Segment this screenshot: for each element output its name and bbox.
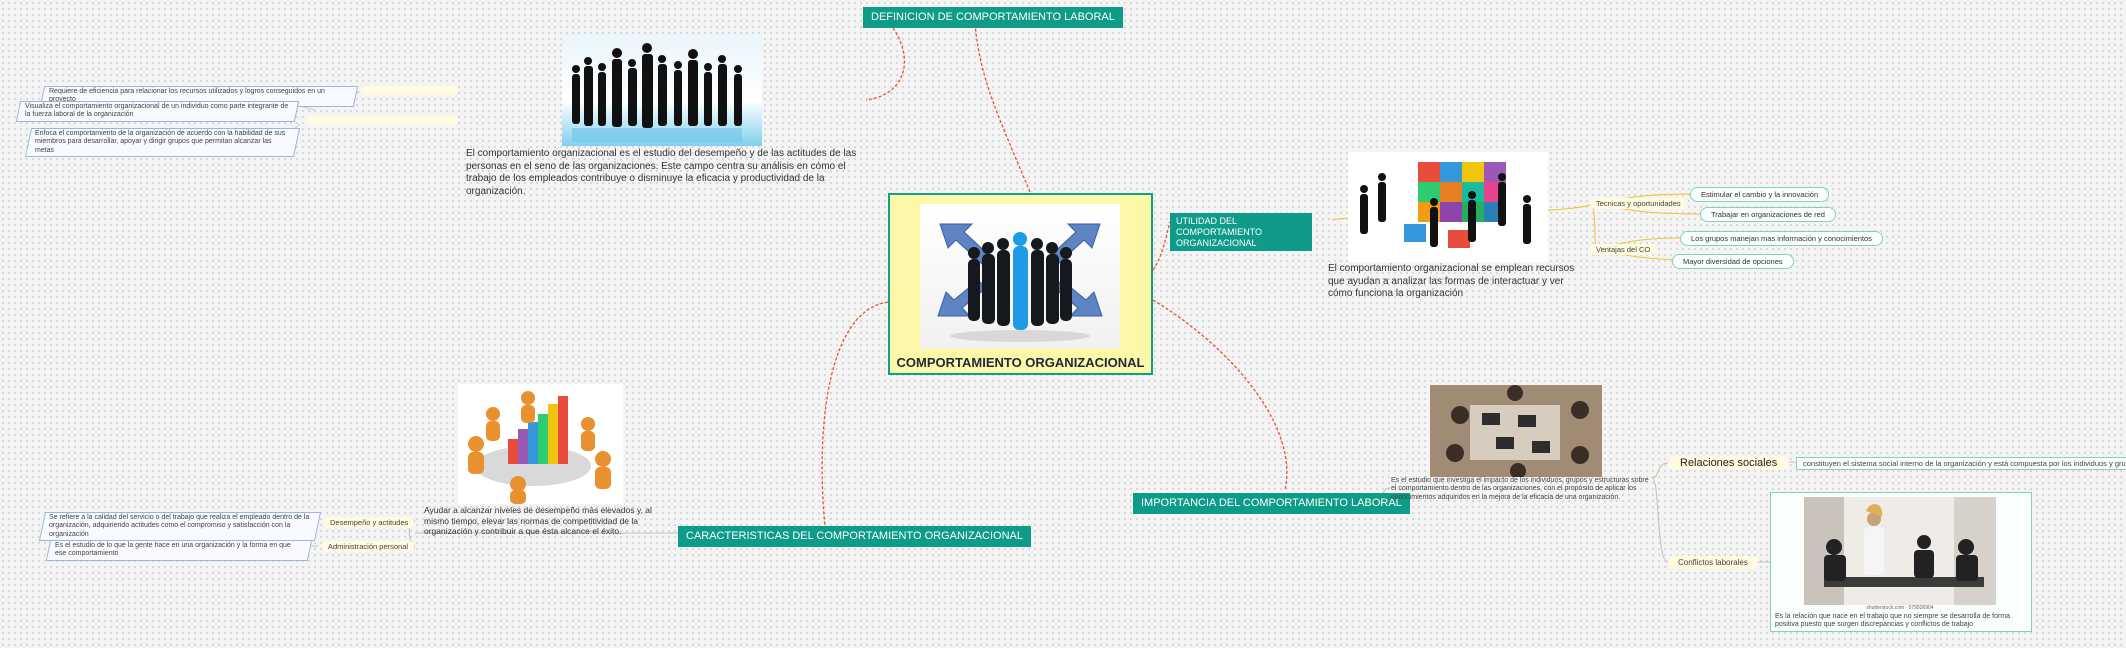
link-central-importancia (1152, 299, 1288, 491)
central-title: COMPORTAMIENTO ORGANIZACIONAL (896, 355, 1145, 370)
importancia-text: Es el estudio que investiga el impacto d… (1391, 477, 1649, 501)
definicion-sub-1 (360, 86, 458, 95)
link-central-caracteristicas (821, 301, 889, 528)
topic-importancia[interactable]: IMPORTANCIA DEL COMPORTAMIENTO LABORAL (1133, 493, 1410, 515)
utilidad-group-label-1[interactable]: Tecnicas y oportunidades (1590, 198, 1687, 209)
caracteristicas-item-2[interactable]: Es el estudio de lo que la gente hace en… (45, 540, 313, 561)
topic-utilidad[interactable]: UTILIDAD DEL COMPORTAMIENTO ORGANIZACION… (1170, 213, 1312, 252)
definicion-text: El comportamiento organizacional es el e… (466, 148, 857, 197)
caracteristicas-text: Ayudar a alcanzar niveles de desempeño m… (424, 505, 652, 537)
topic-definicion[interactable]: DEFINICION DE COMPORTAMIENTO LABORAL (863, 7, 1123, 29)
business-group-illustration (937, 223, 1103, 342)
utilidad-item-3[interactable]: Los grupos manejan mas información y con… (1680, 231, 1883, 246)
utilidad-group-label-2[interactable]: Ventajas del CO (1590, 244, 1657, 255)
definicion-item-3[interactable]: Enfoca el comportamiento de la organizac… (24, 128, 301, 158)
utilidad-item-2[interactable]: Trabajar en organizaciones de red (1700, 207, 1836, 222)
caracteristicas-item-1[interactable]: Se refiere a la calidad del servicio o d… (38, 512, 322, 542)
relaciones-label[interactable]: Relaciones sociales (1668, 456, 1790, 470)
conflictos-caption: shutterstock.com · 579936904 (1866, 605, 1934, 611)
definicion-sub-2 (306, 116, 458, 125)
utilidad-image (1348, 152, 1548, 262)
conflictos-text: Es la relación que nace en el trabajo qu… (1775, 613, 2011, 629)
central-topic[interactable]: COMPORTAMIENTO ORGANIZACIONAL (888, 193, 1153, 375)
link-definicion-text (865, 27, 906, 101)
importancia-image (1430, 385, 1602, 477)
definicion-image (562, 34, 762, 146)
utilidad-item-1[interactable]: Estimular el cambio y la innovación (1690, 187, 1830, 202)
caracteristicas-group-label-2[interactable]: Administración personal (322, 541, 415, 552)
relaciones-text[interactable]: constituyen el sistema social interno de… (1796, 457, 2126, 470)
topic-caracteristicas[interactable]: CARACTERISTICAS DEL COMPORTAMIENTO ORGAN… (678, 526, 1031, 548)
caracteristicas-group-label-1[interactable]: Desempeño y actitudes (324, 517, 415, 528)
link-central-utilidad (1152, 221, 1171, 271)
central-image (920, 204, 1120, 349)
office-conflict-photo (1804, 497, 1996, 605)
business-people-silhouettes (572, 43, 742, 142)
link-central-definicion (974, 23, 1031, 193)
office-meeting-photo (1430, 385, 1602, 477)
caracteristicas-image (458, 384, 623, 504)
puzzle-team-illustration (1360, 162, 1531, 248)
meeting-chart-illustration (468, 391, 611, 504)
conflictos-card[interactable]: shutterstock.com · 579936904 Es la relac… (1770, 492, 2032, 632)
utilidad-text: El comportamiento organizacional se empl… (1328, 263, 1575, 299)
conflictos-label[interactable]: Conflictos laborales (1668, 556, 1758, 569)
utilidad-item-4[interactable]: Mayor diversidad de opciones (1672, 254, 1794, 269)
definicion-item-2[interactable]: Visualiza el comportamiento organizacion… (15, 101, 300, 122)
conflictos-image (1804, 497, 1996, 605)
